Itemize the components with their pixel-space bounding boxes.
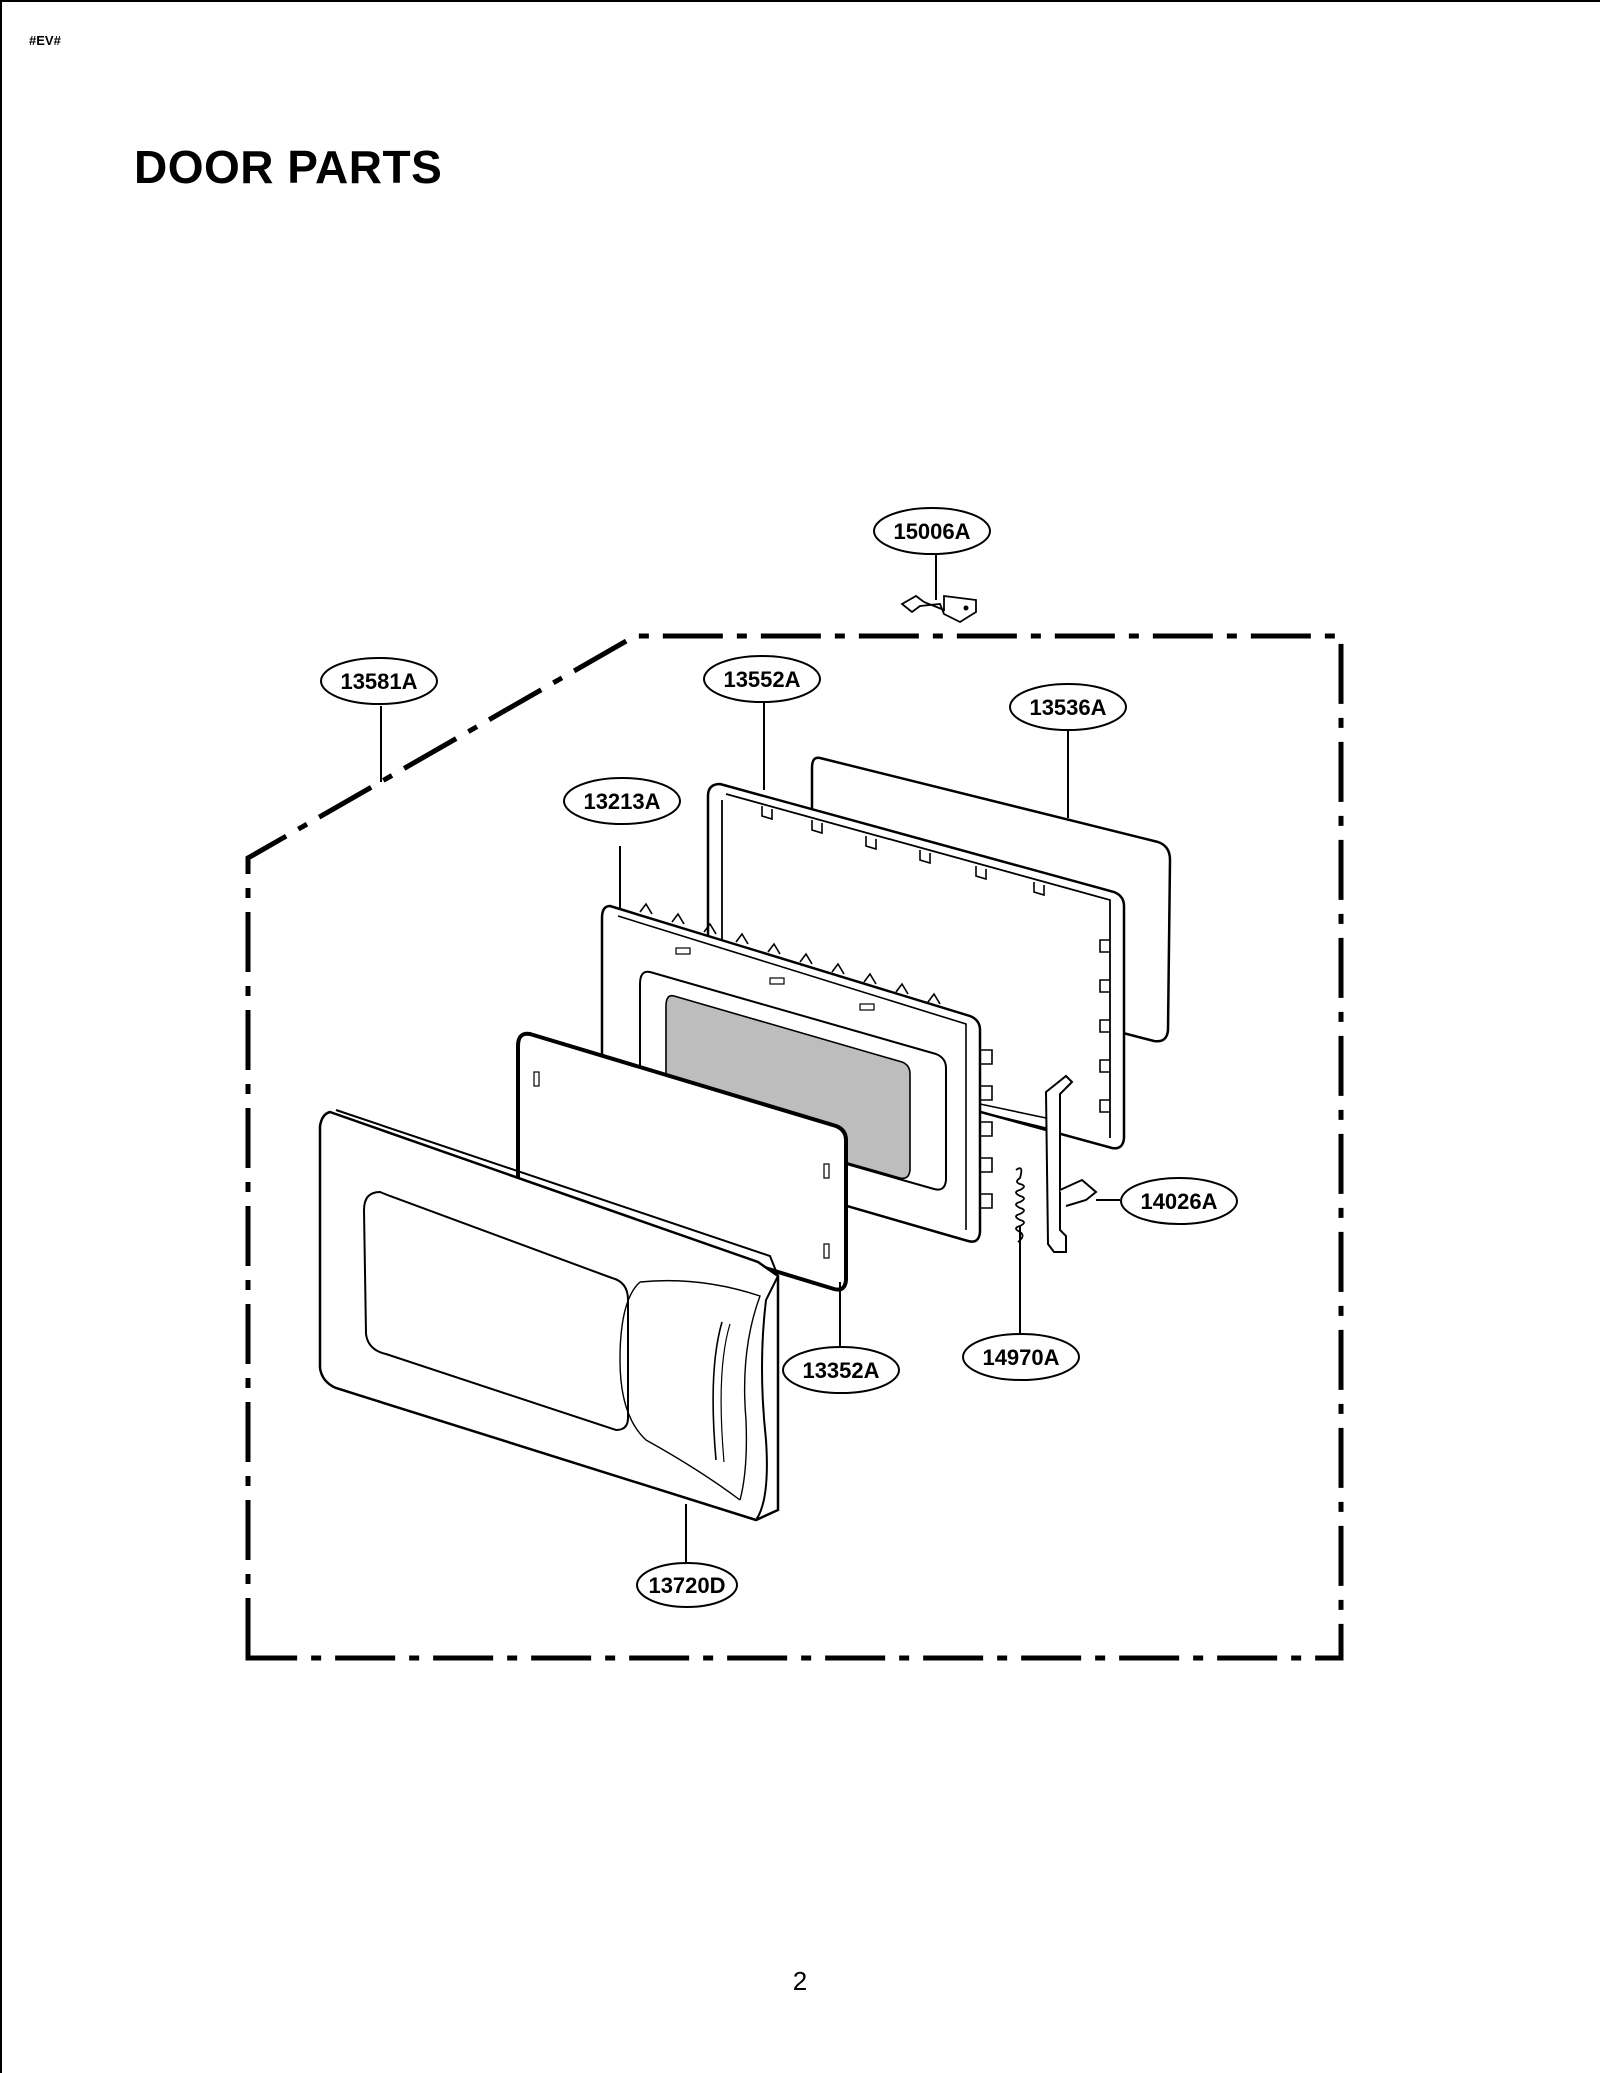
callout-14026A[interactable]: 14026A [1120, 1177, 1238, 1225]
svg-text:13720D: 13720D [648, 1573, 725, 1598]
svg-text:13552A: 13552A [723, 667, 800, 692]
door-front-13720D [318, 1109, 780, 1522]
latch-14026A [979, 1074, 1098, 1253]
page-title: DOOR PARTS [134, 141, 443, 193]
svg-text:14026A: 14026A [1140, 1189, 1217, 1214]
callout-13536A[interactable]: 13536A [1009, 683, 1127, 731]
callout-13352A[interactable]: 13352A [782, 1346, 900, 1394]
svg-text:13536A: 13536A [1029, 695, 1106, 720]
callout-15006A[interactable]: 15006A [873, 507, 991, 555]
door-window-mesh [665, 994, 911, 1180]
callout-13552A[interactable]: 13552A [703, 655, 821, 703]
svg-text:14970A: 14970A [982, 1345, 1059, 1370]
callout-13213A[interactable]: 13213A [563, 777, 681, 825]
hinge-15006A [900, 594, 977, 624]
leader-lines [380, 554, 1120, 1566]
svg-text:15006A: 15006A [893, 519, 970, 544]
door-glass-13352A [516, 1031, 848, 1292]
svg-text:13352A: 13352A [802, 1358, 879, 1383]
page-number: 2 [792, 1966, 808, 1996]
assembly-boundary [245, 633, 1344, 1661]
callout-13720D[interactable]: 13720D [636, 1562, 738, 1608]
svg-text:13213A: 13213A [583, 789, 660, 814]
svg-text:13581A: 13581A [340, 669, 417, 694]
document-code: #EV# [29, 33, 61, 48]
spring-14970A [1015, 1167, 1025, 1243]
callout-14970A[interactable]: 14970A [962, 1333, 1080, 1381]
callout-13581A[interactable]: 13581A [320, 657, 438, 705]
